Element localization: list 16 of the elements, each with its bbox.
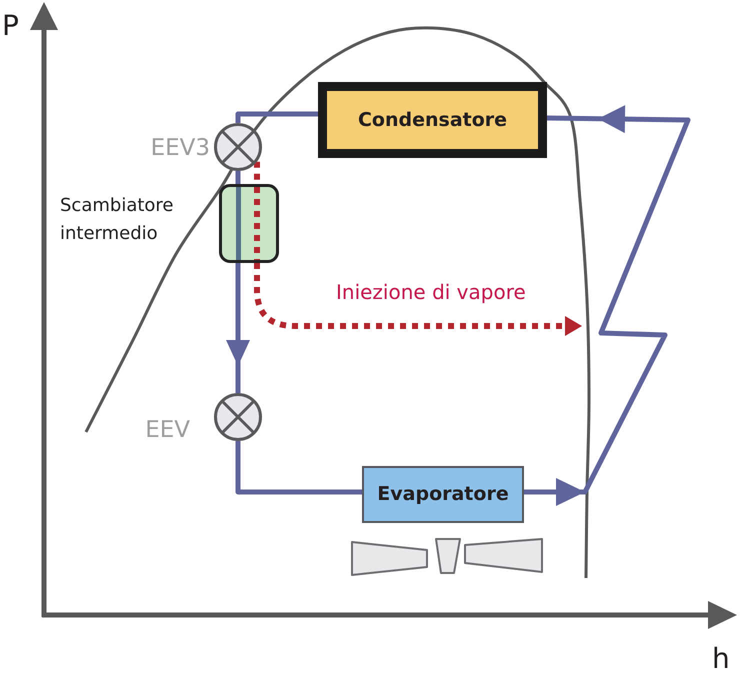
valve-label: EEV3	[150, 134, 210, 162]
valve-label: EEV	[145, 416, 190, 444]
pipe-line	[236, 171, 240, 184]
axis-label: P	[2, 12, 19, 40]
flow-arrow	[226, 263, 250, 393]
heat-exchanger-symbol	[219, 184, 279, 263]
process-box: Condensatore	[318, 82, 547, 158]
component-label: Scambiatore intermedio	[60, 194, 174, 246]
axis-label: h	[712, 645, 730, 673]
valve-symbol	[214, 393, 262, 441]
pipe-line	[236, 112, 318, 123]
edge-label: Iniezione di vapore	[336, 281, 526, 304]
pipe-line	[236, 441, 362, 494]
valve-symbol	[214, 123, 262, 171]
process-box: Evaporatore	[362, 466, 524, 523]
flow-arrow	[254, 263, 582, 336]
